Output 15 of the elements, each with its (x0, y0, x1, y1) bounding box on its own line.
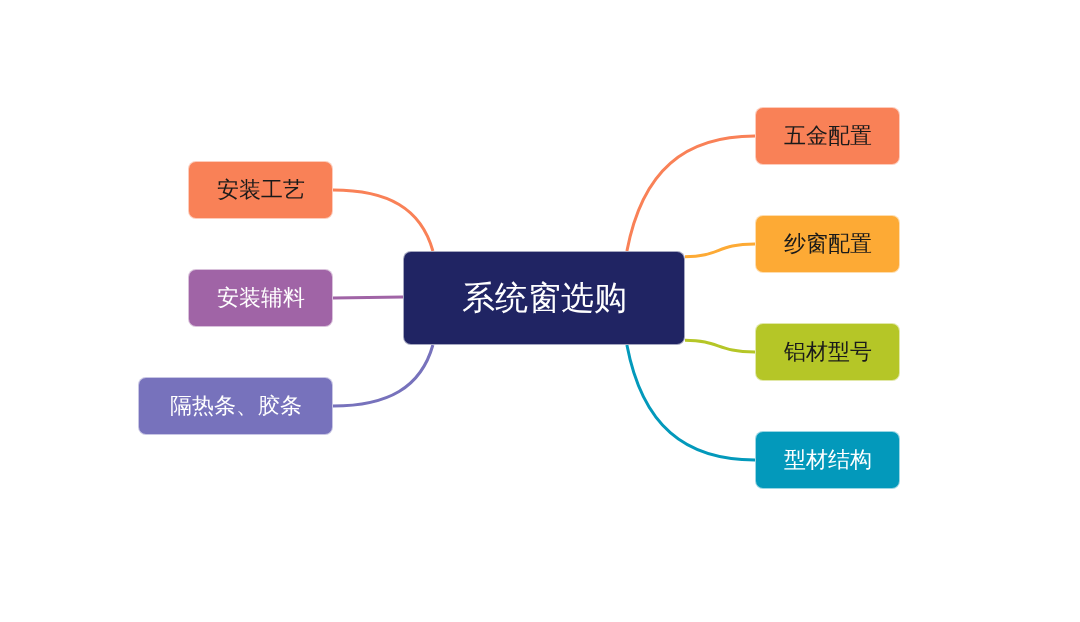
topic-box: 隔热条、胶条 (138, 377, 333, 435)
branch-line (625, 134, 756, 252)
topic-box: 安装辅料 (188, 269, 333, 327)
branch-line (332, 295, 404, 300)
branch-line (332, 188, 435, 252)
branch-line (684, 242, 756, 259)
branch-line (332, 344, 435, 408)
topic-box: 铝材型号 (755, 323, 900, 381)
central-topic-box: 系统窗选购 (403, 251, 685, 345)
branch-line (684, 338, 756, 354)
topic-box: 纱窗配置 (755, 215, 900, 273)
topic-box: 型材结构 (755, 431, 900, 489)
branch-line (625, 344, 756, 462)
topic-box: 五金配置 (755, 107, 900, 165)
topic-box: 安装工艺 (188, 161, 333, 219)
